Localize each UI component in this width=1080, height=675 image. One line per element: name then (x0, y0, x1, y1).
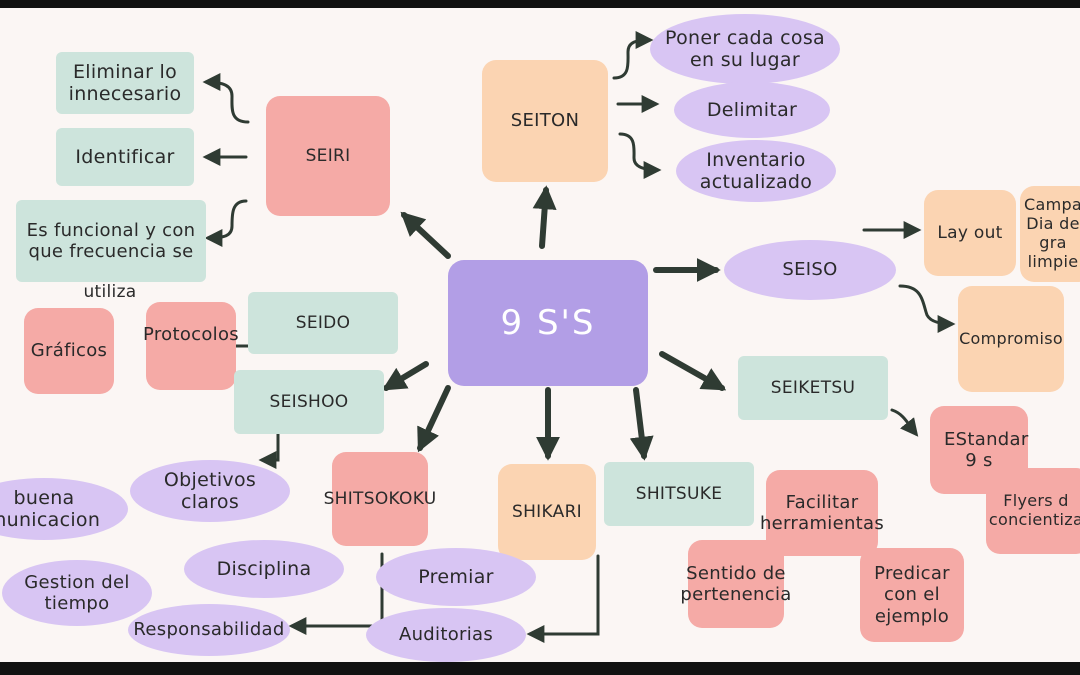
seiton-node: SEITON (482, 60, 608, 182)
connector-arrows (202, 31, 956, 643)
seiso-item-campana: Campa Dia de gra limpie (1020, 186, 1080, 282)
seido-item-graficos: Gráficos (24, 308, 114, 394)
arrow-seiketsu-estandar (890, 408, 919, 437)
seiri-item-eliminar: Eliminar lo innecesario (56, 52, 194, 114)
center-node: 9 S'S (448, 260, 648, 386)
shitsuke-title: SHITSUKE (635, 483, 723, 504)
seiso-item-compromiso: Compromiso (958, 286, 1064, 392)
shitsokoku-item-disciplina: Disciplina (184, 540, 344, 598)
shikari-item-premiar: Premiar (376, 548, 536, 606)
arrow-seishoo-objetivos (258, 432, 280, 469)
seiri-item-utiliza: utiliza (83, 281, 137, 302)
seiton-item-delimitar: Delimitar (674, 82, 830, 138)
seiri-node: SEIRI (266, 96, 390, 216)
arrow-to-shitsokoku (417, 385, 451, 453)
arrow-seiri-eliminar (202, 73, 250, 124)
arrow-shikari-auditorias (526, 554, 600, 643)
seiketsu-item-estandar: EStandar 9 s (930, 406, 1028, 494)
shitsokoku-title: SHITSOKOKU (323, 488, 437, 509)
shitsuke-item-predicar: Predicar con el ejemplo (860, 548, 964, 642)
seiton-item-inventario: Inventario actualizado (676, 140, 836, 202)
seido-item-protocolos: Protocolos (143, 302, 239, 390)
seido-node: SEIDO (248, 292, 398, 354)
shitsuke-item-facilitar: Facilitar herramientas (760, 470, 884, 556)
seiketsu-item-flyers: Flyers d concientiza (986, 468, 1080, 554)
seiri-item-identificar: Identificar (56, 128, 194, 186)
seishoo-node: SEISHOO (234, 370, 384, 434)
arrow-seiso-compromiso (898, 284, 956, 333)
shitsokoku-item-gestion: Gestion del tiempo (2, 560, 152, 626)
shikari-title: SHIKARI (512, 501, 582, 522)
seishoo-item-objetivos: Objetivos claros (130, 460, 290, 522)
seiri-item-funcional: Es funcional y con que frecuencia se (16, 200, 206, 282)
arrow-to-seiton (532, 185, 557, 249)
seiton-title: SEITON (510, 110, 580, 132)
arrow-to-shitsuke (629, 387, 654, 461)
shitsuke-node: SHITSUKE (604, 462, 754, 526)
shitsuke-item-sentido: Sentido de pertenencia (680, 540, 791, 628)
mind-map-canvas: 9 S'S SEIRI Eliminar lo innecesario Iden… (0, 8, 1080, 662)
shitsokoku-item-responsabilidad: Responsabilidad (128, 604, 290, 656)
arrow-to-seiketsu (659, 351, 727, 391)
shikari-node: SHIKARI (498, 464, 596, 560)
shikari-item-auditorias: Auditorias (366, 608, 526, 662)
arrow-to-seiri (400, 211, 451, 259)
seido-title: SEIDO (295, 312, 351, 333)
arrow-seiri-funcional (204, 199, 248, 247)
seiketsu-title: SEIKETSU (770, 377, 856, 398)
shitsokoku-node: SHITSOKOKU (324, 452, 436, 546)
seiso-title: SEISO (782, 259, 838, 281)
arrow-seiton-inventario (618, 132, 662, 179)
seishoo-title: SEISHOO (269, 391, 349, 412)
center-title: 9 S'S (500, 302, 596, 343)
seiketsu-node: SEIKETSU (738, 356, 888, 420)
arrow-to-seishoo (381, 361, 429, 391)
seiri-title: SEIRI (305, 145, 351, 166)
seiso-item-layout: Lay out (924, 190, 1016, 276)
arrow-seiton-poner (612, 31, 654, 80)
seiton-item-poner: Poner cada cosa en su lugar (650, 14, 840, 84)
seiso-node: SEISO (724, 240, 896, 300)
seishoo-item-comunicacion: buena municacion (0, 478, 128, 540)
